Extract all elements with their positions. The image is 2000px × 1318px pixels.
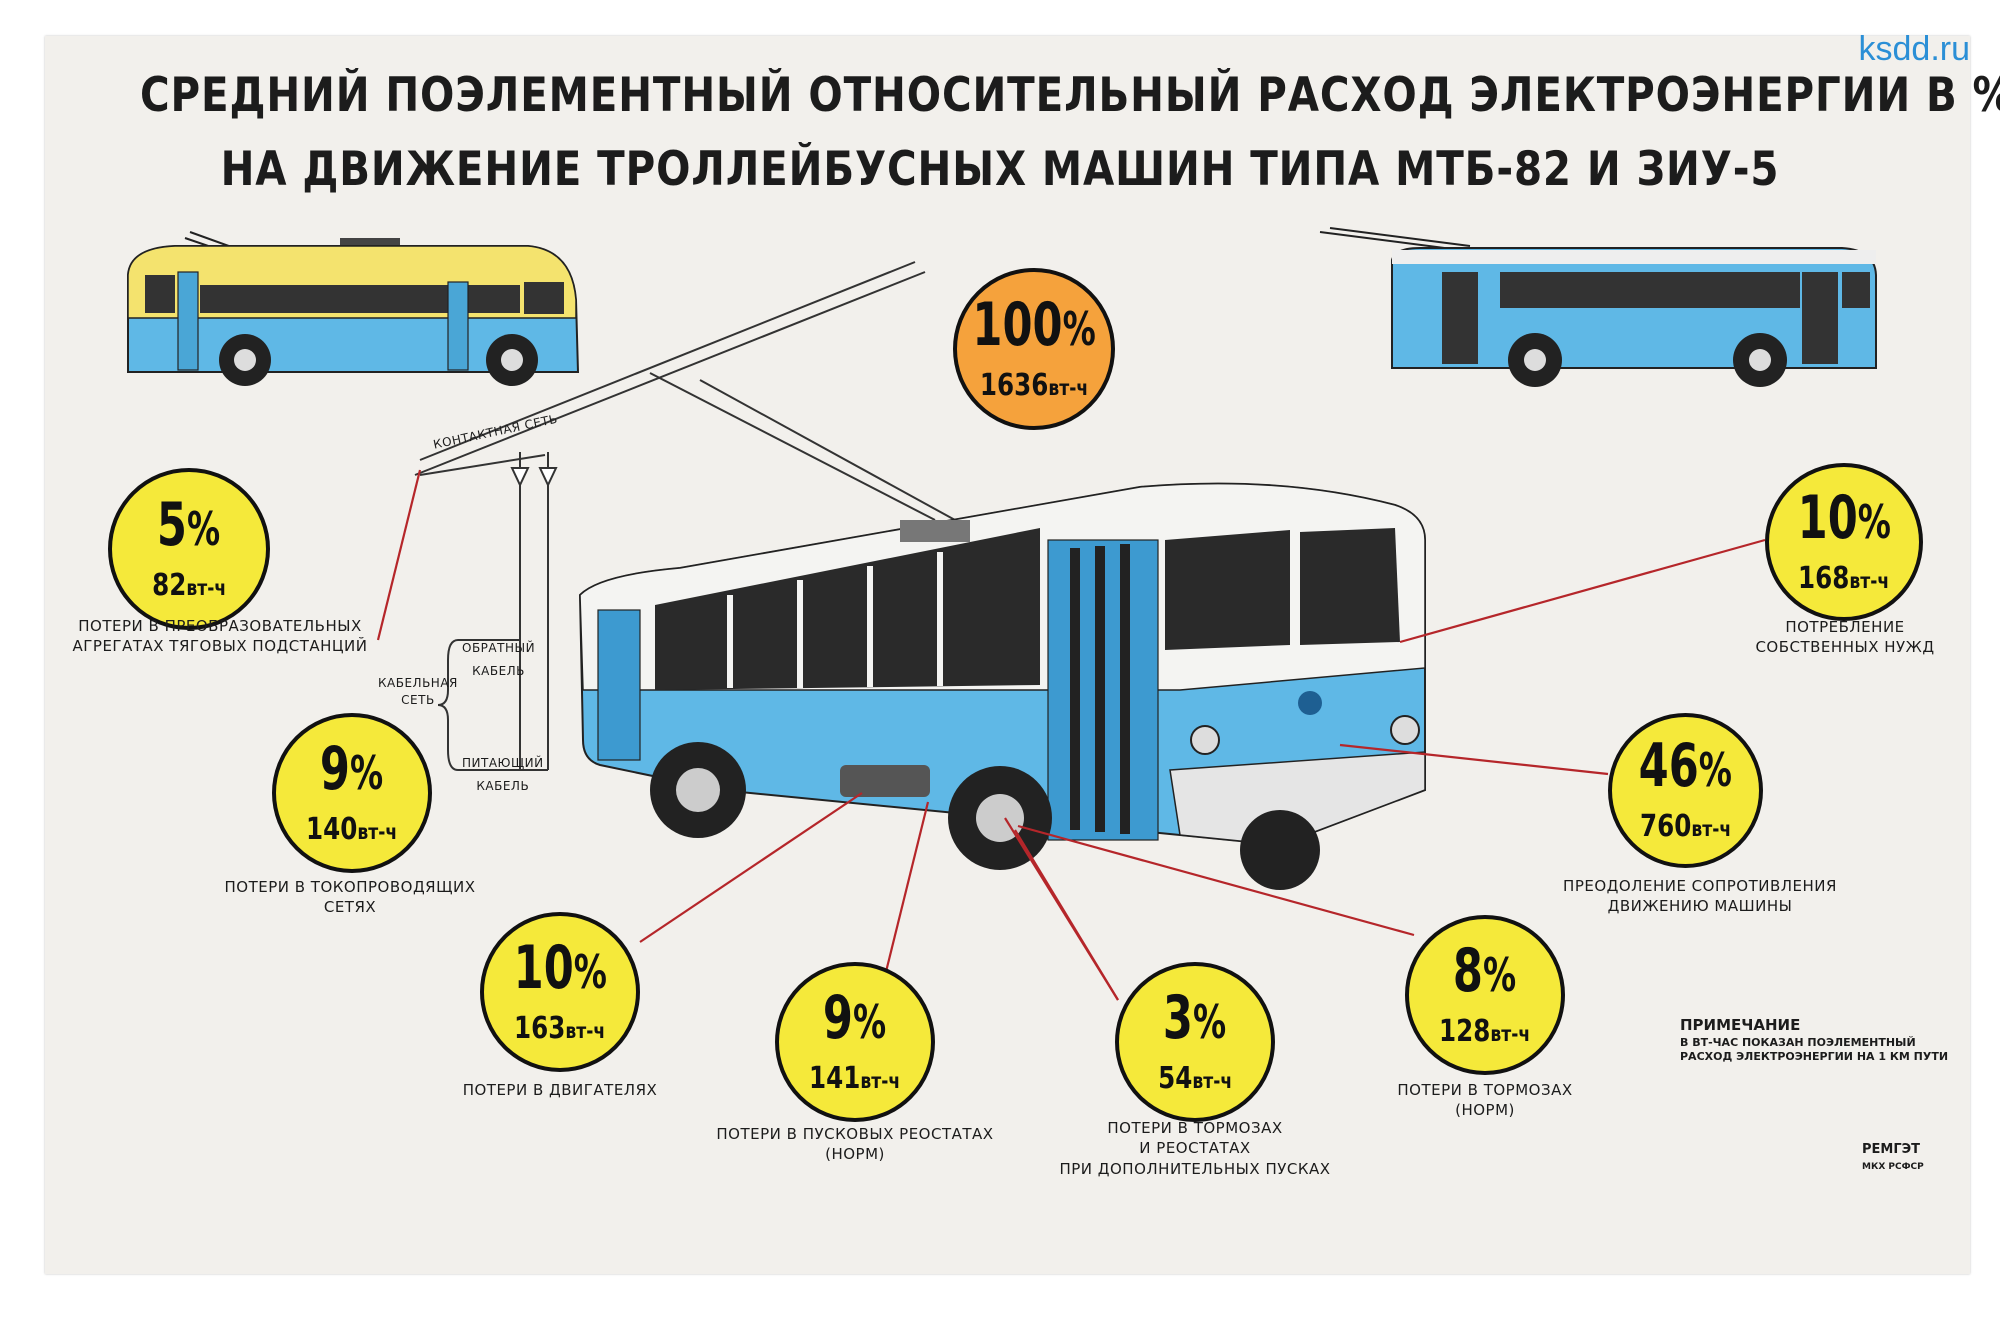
extra-starts-unit: вт-ч bbox=[1192, 1068, 1233, 1093]
circle-own-needs: 10% 168вт-ч bbox=[1765, 463, 1923, 621]
leader-lines bbox=[376, 469, 1766, 1001]
bus-mtb82-illustration bbox=[127, 231, 580, 386]
percent-sign: % bbox=[187, 501, 221, 556]
label-brakes: ПОТЕРИ В ТОРМОЗАХ (НОРМ) bbox=[1397, 1081, 1573, 1120]
label-return-cable: ОБРАТНЫЙ КАБЕЛЬ bbox=[462, 641, 536, 678]
extra-starts-percent: 3 bbox=[1163, 982, 1194, 1053]
total-unit: вт-ч bbox=[1048, 375, 1089, 400]
motors-unit: вт-ч bbox=[565, 1018, 606, 1043]
brakes-value: 128 bbox=[1439, 1013, 1491, 1049]
circle-motors: 10% 163вт-ч bbox=[480, 912, 640, 1072]
label-own-needs: ПОТРЕБЛЕНИЕ СОБСТВЕННЫХ НУЖД bbox=[1755, 618, 1935, 657]
percent-sign: % bbox=[350, 745, 384, 800]
label-start-rheostats: ПОТЕРИ В ПУСКОВЫХ РЕОСТАТАХ (НОРМ) bbox=[716, 1125, 994, 1164]
start-rheostats-percent: 9 bbox=[823, 982, 854, 1053]
watermark: ksdd.ru bbox=[1858, 30, 1971, 68]
percent-sign: % bbox=[1698, 743, 1733, 798]
label-substations: ПОТЕРИ В ПРЕОБРАЗОВАТЕЛЬНЫХ АГРЕГАТАХ ТЯ… bbox=[72, 617, 368, 656]
circle-start-rheostats: 9% 141вт-ч bbox=[775, 962, 935, 1122]
total-energy-circle: 100% 1636вт-ч bbox=[953, 268, 1115, 430]
percent-sign: % bbox=[573, 944, 607, 999]
percent-sign: % bbox=[1193, 994, 1227, 1049]
circle-resistance: 46% 760вт-ч bbox=[1608, 713, 1763, 868]
poster-title-line-2: НА ДВИЖЕНИЕ ТРОЛЛЕЙБУСНЫХ МАШИН ТИПА МТБ… bbox=[220, 142, 1780, 197]
label-feed-cable: ПИТАЮЩИЙ КАБЕЛЬ bbox=[462, 756, 544, 793]
percent-sign: % bbox=[1062, 301, 1096, 356]
substations-unit: вт-ч bbox=[186, 575, 227, 600]
label-cable-network: КАБЕЛЬНАЯ СЕТЬ bbox=[378, 676, 458, 707]
networks-unit: вт-ч bbox=[357, 819, 398, 844]
own-needs-value: 168 bbox=[1798, 560, 1850, 596]
note-text: В ВТ-ЧАС ПОКАЗАН ПОЭЛЕМЕНТНЫЙ РАСХОД ЭЛЕ… bbox=[1680, 1036, 1949, 1064]
own-needs-unit: вт-ч bbox=[1849, 568, 1890, 593]
brakes-unit: вт-ч bbox=[1490, 1021, 1531, 1046]
resistance-unit: вт-ч bbox=[1691, 817, 1732, 842]
percent-sign: % bbox=[1857, 494, 1891, 549]
networks-value: 140 bbox=[306, 811, 358, 847]
bus-ziu5-illustration bbox=[1319, 227, 1877, 387]
circle-extra-starts: 3% 54вт-ч bbox=[1115, 962, 1275, 1122]
label-networks: ПОТЕРИ В ТОКОПРОВОДЯЩИХ СЕТЯХ bbox=[224, 878, 476, 917]
note-heading: ПРИМЕЧАНИЕ bbox=[1680, 1016, 1801, 1034]
extra-starts-value: 54 bbox=[1157, 1060, 1193, 1096]
circle-substations: 5% 82вт-ч bbox=[108, 468, 270, 630]
motors-value: 163 bbox=[514, 1010, 566, 1046]
own-needs-percent: 10 bbox=[1797, 482, 1858, 553]
brakes-percent: 8 bbox=[1453, 935, 1484, 1006]
substations-value: 82 bbox=[151, 567, 187, 603]
motors-percent: 10 bbox=[513, 932, 574, 1003]
circle-brakes: 8% 128вт-ч bbox=[1405, 915, 1565, 1075]
poster-title-line-1: СРЕДНИЙ ПОЭЛЕМЕНТНЫЙ ОТНОСИТЕЛЬНЫЙ РАСХО… bbox=[140, 68, 2000, 123]
contact-network-lines bbox=[414, 261, 956, 771]
total-value: 1636 bbox=[979, 367, 1049, 403]
resistance-percent: 46 bbox=[1638, 731, 1699, 802]
circle-networks: 9% 140вт-ч bbox=[272, 713, 432, 873]
publisher-org: МКХ РСФСР bbox=[1862, 1162, 1924, 1172]
start-rheostats-value: 141 bbox=[809, 1060, 861, 1096]
main-trolleybus-illustration bbox=[578, 482, 1426, 890]
total-percent: 100 bbox=[972, 289, 1063, 360]
start-rheostats-unit: вт-ч bbox=[860, 1068, 901, 1093]
networks-percent: 9 bbox=[320, 733, 351, 804]
label-motors: ПОТЕРИ В ДВИГАТЕЛЯХ bbox=[462, 1081, 658, 1099]
label-extra-starts: ПОТЕРИ В ТОРМОЗАХ И РЕОСТАТАХ ПРИ ДОПОЛН… bbox=[1059, 1119, 1331, 1178]
publisher-name: РЕМГЭТ bbox=[1862, 1142, 1921, 1157]
percent-sign: % bbox=[853, 994, 887, 1049]
percent-sign: % bbox=[1483, 947, 1517, 1002]
resistance-value: 760 bbox=[1639, 809, 1692, 845]
label-resistance: ПРЕОДОЛЕНИЕ СОПРОТИВЛЕНИЯ ДВИЖЕНИЮ МАШИН… bbox=[1563, 877, 1837, 916]
substations-percent: 5 bbox=[157, 489, 188, 560]
